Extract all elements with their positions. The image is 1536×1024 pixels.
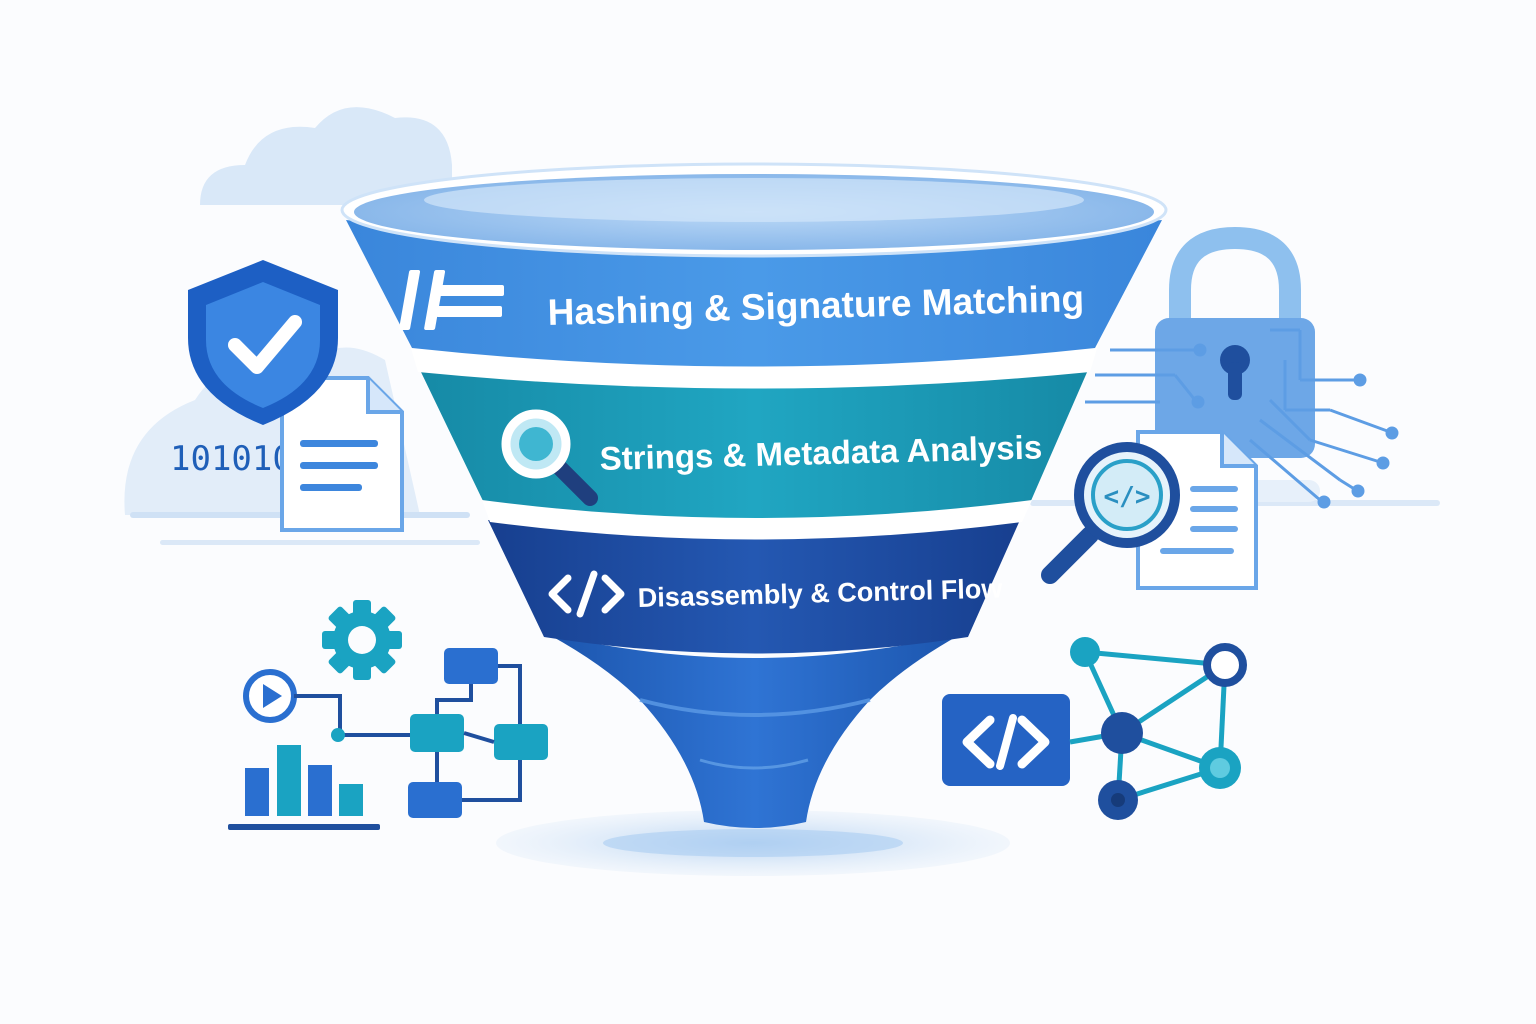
code-brackets-icon [548, 570, 625, 618]
flowchart-icon [243, 648, 548, 818]
funnel-stage-1 [346, 220, 1162, 367]
funnel: Hashing & Signature Matching Strings & M… [340, 162, 1168, 876]
cloud-icon [200, 107, 452, 205]
code-magnifier-icon: </> [1041, 430, 1258, 590]
hash-icon [399, 270, 504, 330]
circuit-lines-icon [1085, 328, 1399, 509]
funnel-stage-3 [488, 520, 1020, 654]
svg-text:</>: </> [1104, 482, 1151, 512]
magnifier-icon [501, 409, 598, 506]
binary-text: 101010 [170, 439, 293, 479]
shield-check-icon [188, 260, 338, 425]
network-graph-icon [1069, 637, 1247, 820]
funnel-spout [546, 633, 963, 828]
funnel-stage-2 [420, 370, 1088, 521]
code-window-icon [942, 694, 1070, 786]
gear-icon [322, 600, 402, 680]
document-icon [280, 376, 404, 532]
padlock-icon [1155, 226, 1315, 458]
bar-chart-icon [228, 745, 380, 830]
